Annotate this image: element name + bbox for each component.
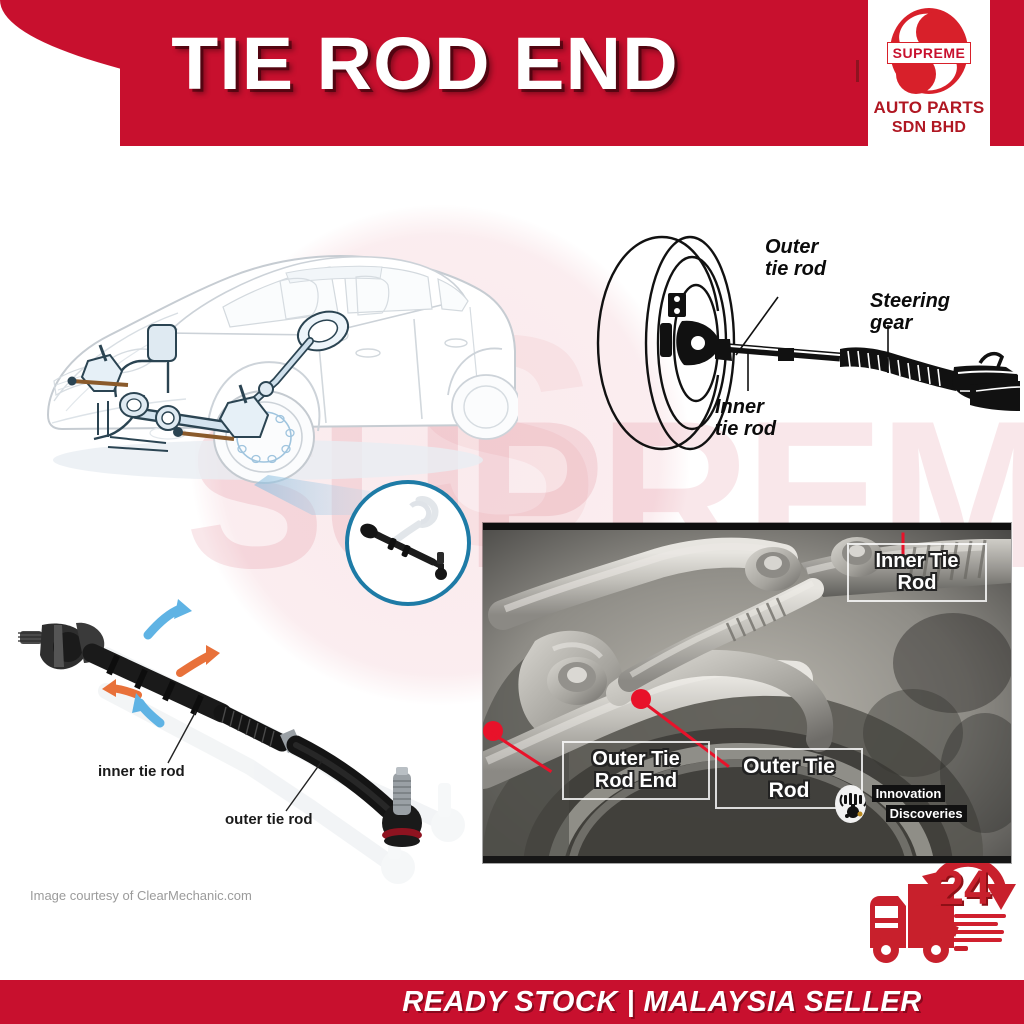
header-banner: TIE ROD END SUPREME AUTO PARTS SDN BHD: [0, 0, 1024, 156]
tag-oend-line1: Outer Tie: [592, 748, 680, 770]
tag-outer-line1: Outer Tie: [743, 755, 835, 778]
id-line-1: Innovation: [871, 785, 946, 802]
tie-rod-callout-circle: [345, 480, 471, 606]
badge-hours-shadow: 24: [939, 864, 993, 917]
logo-name-band: SUPREME: [887, 42, 971, 64]
label-inner-tie-rod-small: inner tie rod: [98, 763, 185, 780]
tag-outer-tie-rod-end: Outer Tie Rod End: [562, 741, 710, 800]
label-outer-tie-rod: Outer tie rod: [765, 236, 885, 280]
supreme-logo-icon: SUPREME: [884, 6, 974, 96]
photo-top-letterbox: [483, 523, 1011, 530]
brand-line-2: SDN BHD: [891, 119, 967, 136]
tag-inner-line2: Rod: [897, 572, 937, 595]
tag-outer-tie-rod: Outer Tie Rod: [715, 748, 863, 810]
label-steering-line2: gear: [870, 311, 913, 334]
label-outer-tie-rod-small: outer tie rod: [225, 811, 313, 828]
badge-hours-number: 24: [937, 862, 991, 915]
car-illustration-svg: [46, 254, 521, 545]
innovation-discoveries-logo-icon: [835, 785, 866, 823]
tag-inner-tie-rod: Inner Tie Rod: [847, 543, 987, 602]
label-inner-line1: Inner: [715, 396, 764, 418]
tag-oend-line2: Rod End: [594, 770, 678, 793]
label-steering-gear: Steering gear: [870, 290, 1010, 334]
tag-outer-line2: Rod: [768, 778, 810, 802]
footer-text: READY STOCK | MALAYSIA SELLER: [402, 985, 922, 1018]
id-line-2: Discoveries: [885, 805, 967, 822]
id-logo-svg: [836, 786, 866, 822]
24-hour-delivery-badge: 24 24: [858, 848, 1024, 970]
tie-rod-assembly-diagram: inner tie rod outer tie rod Image courte…: [10, 595, 490, 935]
brand-line-1: AUTO PARTS: [873, 98, 985, 117]
photo-bottom-letterbox: [483, 856, 1011, 863]
header-divider-tick: [856, 60, 859, 82]
page-title: TIE ROD END: [171, 22, 679, 105]
tie-rod-assembly-svg: [18, 599, 465, 884]
label-steering-line1: Steering: [870, 290, 951, 312]
tag-inner-line1: Inner Tie: [875, 550, 959, 572]
label-outer-line1: Outer: [765, 236, 819, 258]
brand-logo: SUPREME AUTO PARTS SDN BHD: [868, 0, 990, 156]
steering-gear-svg: [596, 235, 1021, 451]
label-outer-line2: tie rod: [765, 257, 827, 280]
label-inner-tie-rod: Inner tie rod: [715, 396, 855, 440]
innovation-discoveries-text: Innovation Discoveries: [871, 785, 1011, 823]
suspension-photo: Inner Tie Rod Outer Tie Rod End Outer Ti…: [483, 523, 1011, 863]
steering-gear-diagram: Outer tie rod Steering gear Inner tie ro…: [540, 215, 1021, 485]
image-credit: Image courtesy of ClearMechanic.com: [30, 888, 252, 903]
innovation-discoveries-watermark: Innovation Discoveries: [835, 785, 1011, 823]
callout-tie-rod-icon: [360, 496, 447, 580]
footer-banner: READY STOCK | MALAYSIA SELLER: [0, 980, 1024, 1024]
delivery-truck-icon: 24 24: [870, 856, 1016, 963]
logo-name-text: SUPREME: [892, 45, 966, 61]
label-inner-line2: tie rod: [715, 417, 777, 440]
car-steering-diagram: [18, 185, 521, 545]
